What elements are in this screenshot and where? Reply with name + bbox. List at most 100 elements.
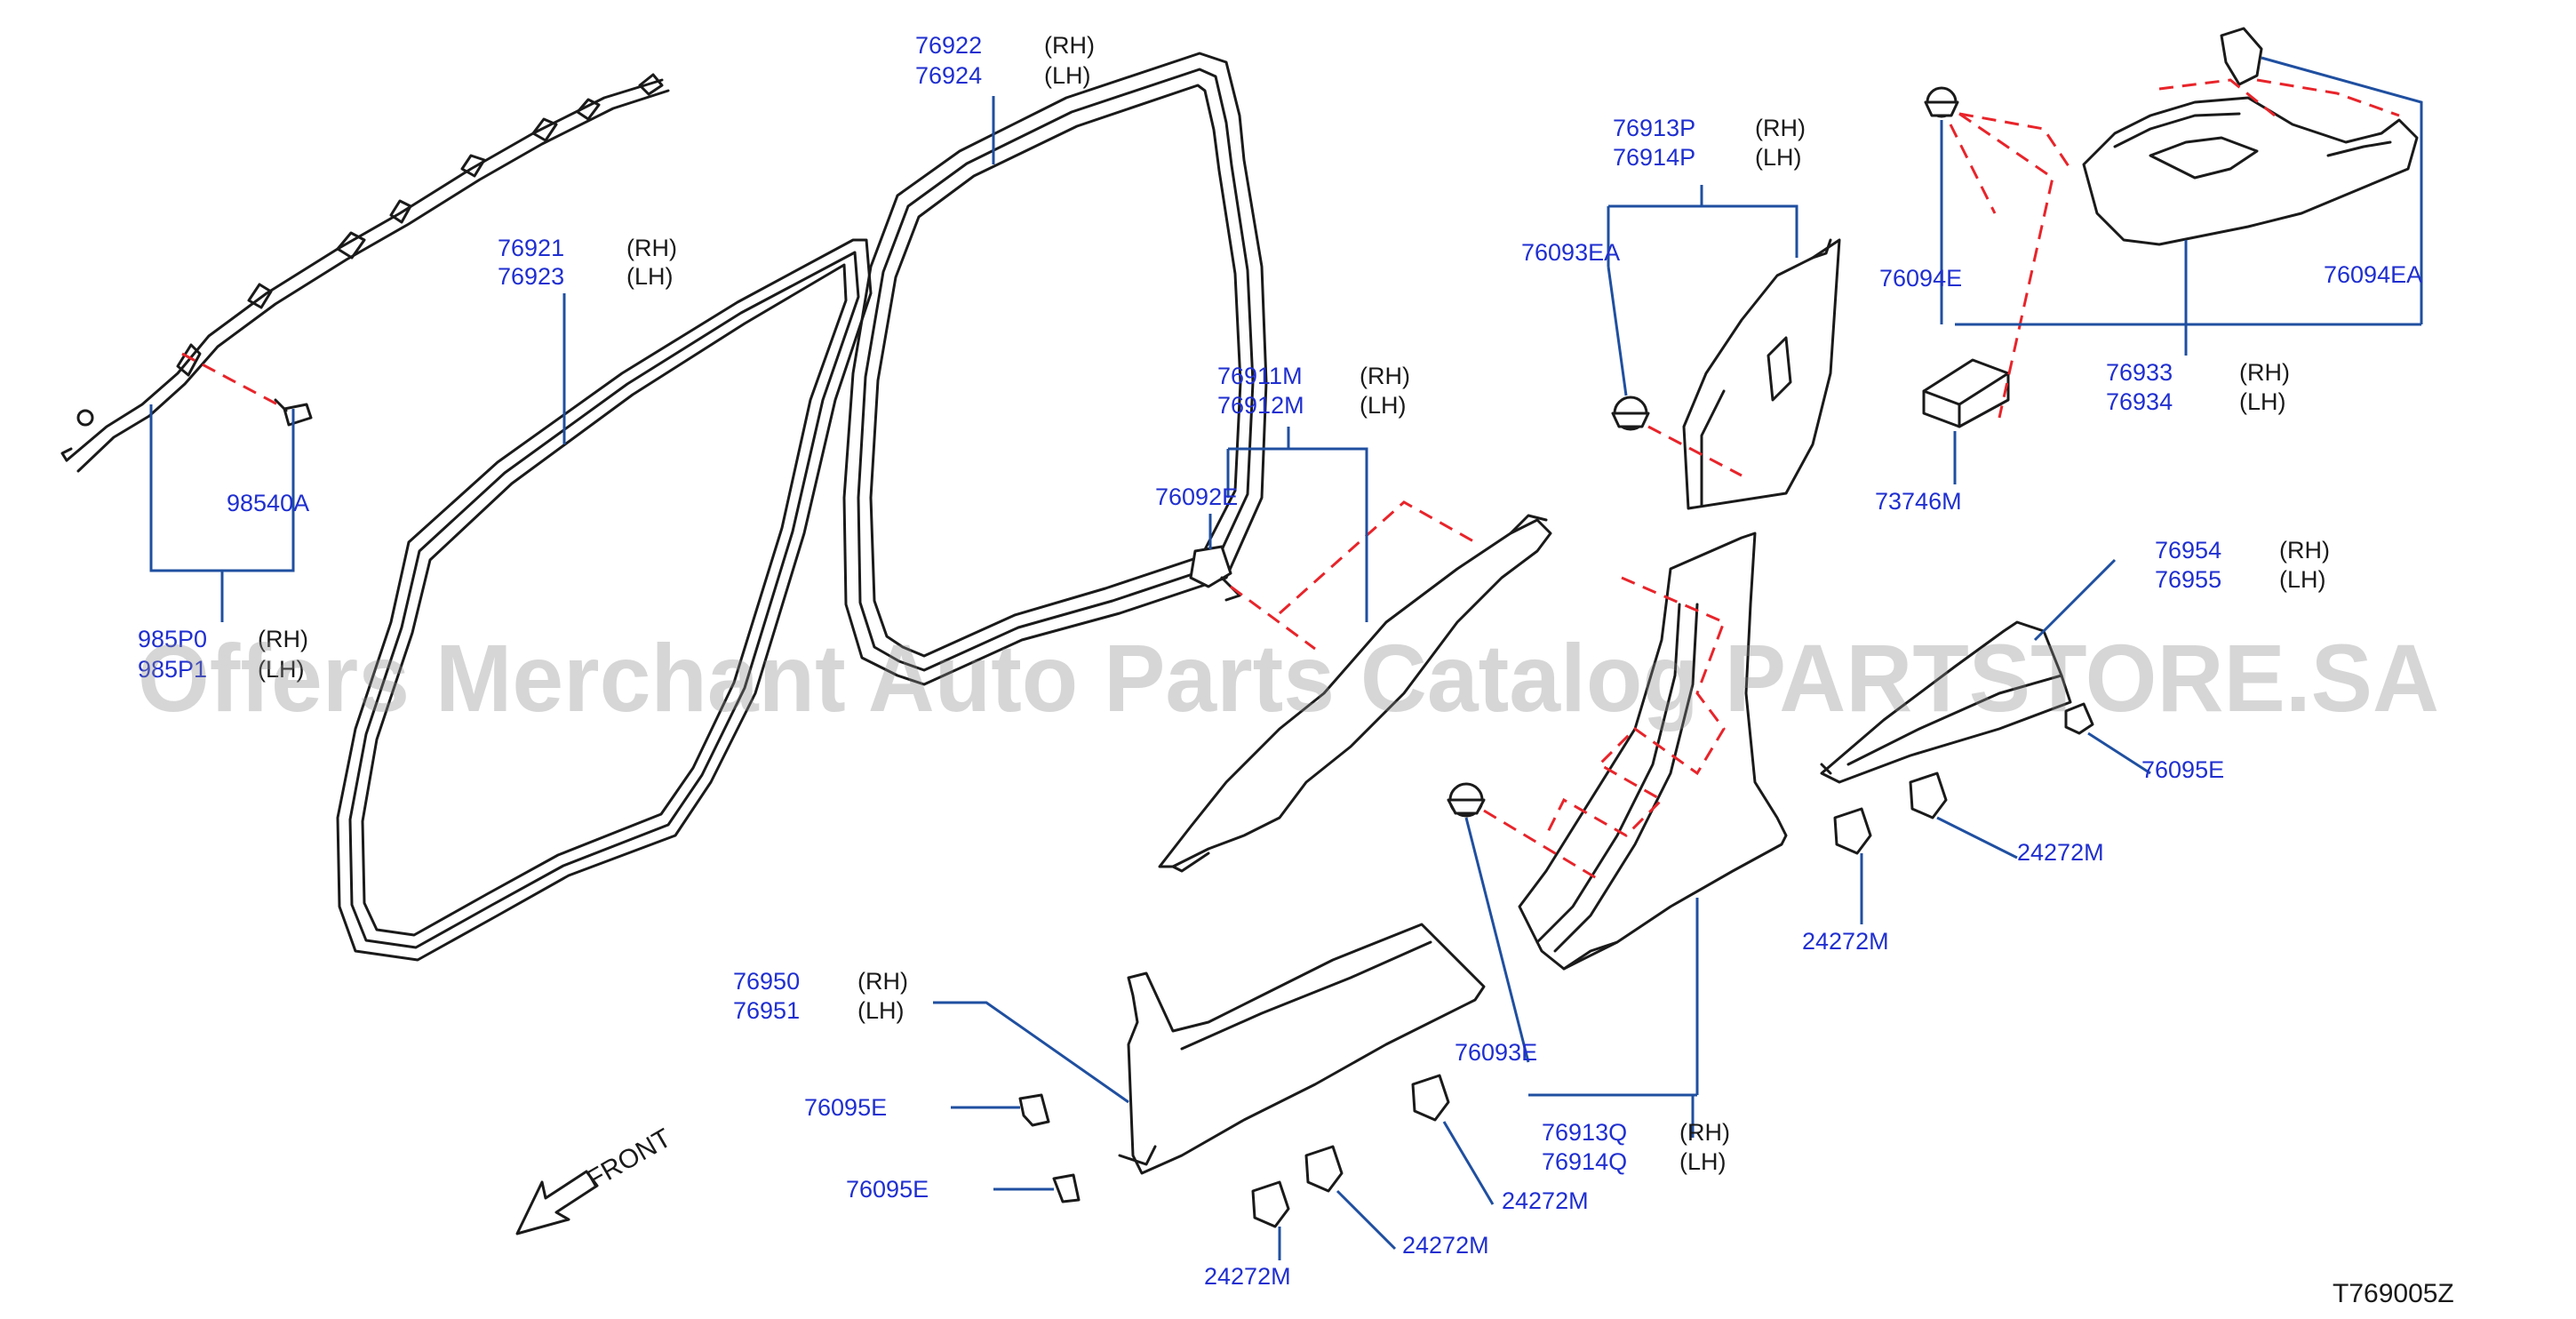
- rear-quarter-trim-part: [2082, 96, 2419, 246]
- label-pillar-b-upper-lh: 76914P: [1613, 144, 1695, 171]
- label-weather-inner-rh: 76921: [498, 235, 564, 261]
- front-weatherstrip-part: [336, 238, 873, 962]
- clamp-2-part: [1304, 1145, 1344, 1193]
- label-airbag-lh-tag: (LH): [258, 656, 305, 683]
- label-rear-trim-rh: 76933: [2106, 359, 2173, 386]
- label-weather-outer-rh-tag: (RH): [1044, 32, 1095, 59]
- label-pillar-b-lower-lh: 76914Q: [1542, 1148, 1627, 1175]
- dash-pillar-a-2: [1279, 500, 1476, 615]
- curtain-airbag-part: [60, 73, 670, 473]
- label-rear-trim-lh: 76934: [2106, 388, 2173, 415]
- label-pillar-b-lower-rh-tag: (RH): [1679, 1119, 1730, 1146]
- label-clamp-2: 24272M: [1402, 1232, 1489, 1259]
- label-clip-b-lower: 76093E: [1455, 1039, 1537, 1066]
- label-airbag-rh-tag: (RH): [258, 626, 308, 652]
- label-pillar-a-lh-tag: (LH): [1360, 392, 1407, 419]
- dash-pillar-a-1: [1230, 585, 1316, 651]
- clamp-1-part: [1251, 1180, 1290, 1228]
- label-kick-front-lh-tag: (LH): [857, 997, 905, 1024]
- dash-rear-5: [2256, 78, 2400, 117]
- clip-b-lower-part: [1447, 782, 1486, 818]
- leader-clip-kick-rear: [2087, 731, 2151, 775]
- label-kick-rear-rh: 76954: [2155, 537, 2221, 564]
- front-pillar-trim-part: [1158, 514, 1552, 873]
- front-kick-plate-part: [1118, 923, 1486, 1175]
- clamp-5-part: [1909, 771, 1948, 819]
- label-bolt: 98540A: [227, 490, 309, 516]
- dash-pillar-b-upper: [1647, 425, 1743, 477]
- rear-kick-plate-part: [1820, 620, 2072, 784]
- leader-clamp-2: [1336, 1189, 1397, 1251]
- label-pillar-b-lower-lh-tag: (LH): [1679, 1148, 1727, 1175]
- label-clip-kick-1: 76095E: [804, 1094, 887, 1121]
- label-rear-trim-lh-tag: (LH): [2239, 388, 2286, 415]
- label-pillar-b-upper-rh: 76913P: [1613, 115, 1695, 141]
- label-kick-front-rh: 76950: [733, 968, 800, 995]
- leader-clip-b-lower: [1464, 817, 1530, 1063]
- clip-b-upper-part: [1611, 396, 1650, 431]
- label-kick-front-rh-tag: (RH): [857, 968, 908, 995]
- label-kick-rear-lh-tag: (LH): [2279, 566, 2326, 593]
- leader-pillar-a: [1226, 427, 1368, 622]
- leader-kick-rear: [2033, 558, 2117, 642]
- center-pillar-lower-trim-part: [1518, 532, 1788, 971]
- label-rear-trim-rh-tag: (RH): [2239, 359, 2290, 386]
- label-weather-outer-lh: 76924: [915, 62, 982, 89]
- leader-clamp-3: [1442, 1121, 1495, 1205]
- leader-pillar-b-lower: [1528, 898, 1699, 1138]
- clip-a-part: [1189, 545, 1241, 602]
- label-pad: 73746M: [1875, 488, 1962, 515]
- label-clip-rear-left: 76094E: [1879, 265, 1962, 292]
- label-pillar-a-rh-tag: (RH): [1360, 363, 1410, 389]
- label-weather-outer-lh-tag: (LH): [1044, 62, 1091, 89]
- label-clip-kick-2: 76095E: [846, 1176, 929, 1203]
- label-airbag-rh: 985P0: [138, 626, 207, 652]
- dash-rear-4: [2158, 78, 2276, 117]
- label-weather-outer-rh: 76922: [915, 32, 982, 59]
- label-kick-front-lh: 76951: [733, 997, 800, 1024]
- clip-kick-2-part: [1052, 1173, 1081, 1203]
- label-kick-rear-lh: 76955: [2155, 566, 2221, 593]
- dash-pillar-b-lower-2: [1544, 576, 1726, 837]
- center-pillar-upper-trim-part: [1682, 238, 1841, 510]
- clip-rear-left-part: [1924, 86, 1959, 118]
- front-label: FRONT: [582, 1123, 676, 1195]
- label-clip-kick-rear: 76095E: [2141, 756, 2224, 783]
- label-clip-a: 76092E: [1155, 484, 1238, 510]
- label-clamp-4: 24272M: [1802, 928, 1889, 955]
- label-airbag-lh: 985P1: [138, 656, 207, 683]
- label-clip-rear-right: 76094EA: [2324, 261, 2422, 288]
- leader-rear-trim: [1940, 56, 2423, 356]
- leader-pillar-b-upper: [1608, 185, 1798, 258]
- dash-airbag-bolt: [181, 352, 283, 409]
- label-weather-inner-lh-tag: (LH): [626, 263, 674, 290]
- leader-airbag: [149, 404, 295, 622]
- dash-pillar-b-lower-1: [1483, 809, 1600, 882]
- rear-weatherstrip-part: [842, 52, 1268, 686]
- watermark: Offers Merchant Auto Parts Catalog PARTS…: [138, 624, 2439, 731]
- dash-rear-1: [1958, 112, 2072, 170]
- diagram-code: T769005Z: [2333, 1279, 2454, 1308]
- label-pillar-b-upper-lh-tag: (LH): [1755, 144, 1802, 171]
- clip-rear-right-part: [2220, 27, 2263, 86]
- clip-kick-1-part: [1018, 1093, 1050, 1127]
- clamp-4-part: [1833, 807, 1872, 855]
- label-clamp-1: 24272M: [1204, 1263, 1291, 1290]
- label-pillar-a-lh: 76912M: [1217, 392, 1304, 419]
- front-arrow-icon: [515, 1170, 599, 1235]
- pad-part: [1922, 358, 2010, 428]
- label-clamp-3: 24272M: [1502, 1187, 1589, 1214]
- leader-clamp-5: [1936, 816, 2018, 859]
- clip-kick-rear-part: [2064, 702, 2094, 735]
- leader-kick-front: [933, 1001, 1129, 1104]
- label-kick-rear-rh-tag: (RH): [2279, 537, 2330, 564]
- label-pillar-b-upper-rh-tag: (RH): [1755, 115, 1806, 141]
- label-pillar-a-rh: 76911M: [1217, 363, 1303, 389]
- bolt-part: [274, 398, 313, 427]
- label-clamp-5: 24272M: [2017, 839, 2104, 866]
- label-clip-b-upper: 76093EA: [1521, 239, 1620, 266]
- label-pillar-b-lower-rh: 76913Q: [1542, 1119, 1627, 1146]
- clamp-3-part: [1411, 1074, 1450, 1122]
- label-weather-inner-rh-tag: (RH): [626, 235, 677, 261]
